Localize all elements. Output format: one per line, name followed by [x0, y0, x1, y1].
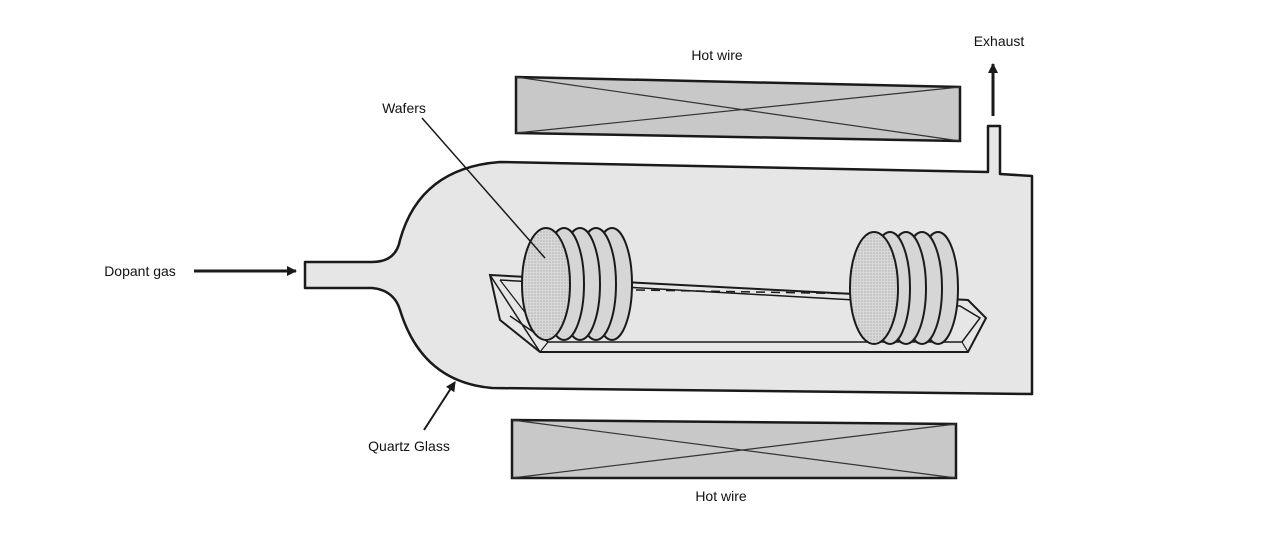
- hot-wire-top: [514, 75, 962, 143]
- wafer-stack-left: [521, 227, 633, 341]
- hot-wire-bottom: [510, 418, 958, 480]
- quartz-glass-label: Quartz Glass: [368, 438, 450, 454]
- quartz-glass-arrow: [423, 381, 456, 431]
- exhaust-label: Exhaust: [974, 33, 1025, 49]
- dopant-gas-label: Dopant gas: [104, 263, 176, 279]
- wafers-label: Wafers: [382, 100, 426, 116]
- wafers-leader-line: [421, 117, 546, 259]
- wafer-axis-line: [635, 289, 873, 295]
- wafer-stack-right: [849, 231, 959, 345]
- quartz-tube: [303, 124, 1034, 396]
- hot-wire-top-label: Hot wire: [691, 47, 743, 63]
- hot-wire-bottom-label: Hot wire: [695, 488, 747, 504]
